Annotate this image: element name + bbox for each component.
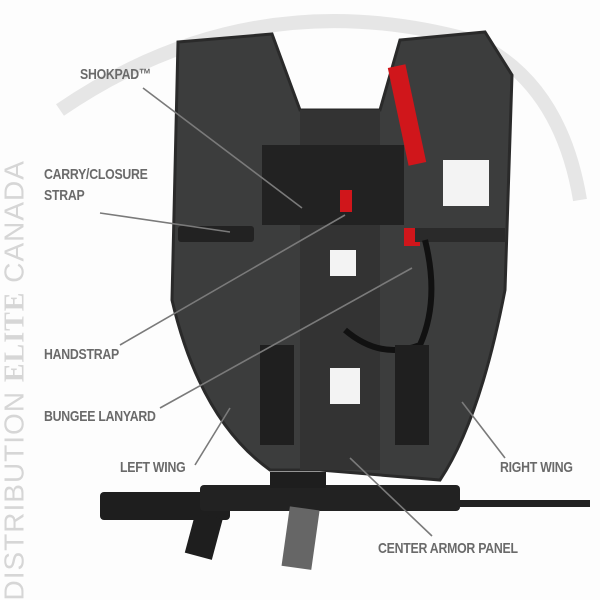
leader-lines xyxy=(99,87,506,537)
carry-strap xyxy=(178,226,254,242)
velcro-panel xyxy=(260,345,294,445)
background-logo-arc xyxy=(56,14,587,202)
label-patch xyxy=(443,160,489,206)
rifle xyxy=(100,472,590,570)
side-strap xyxy=(415,228,505,242)
red-tab xyxy=(340,190,352,212)
label-shokpad: SHOKPAD™ xyxy=(80,66,151,83)
bungee-lanyard xyxy=(343,239,435,353)
label-carry-closure-strap-line2: STRAP xyxy=(44,187,85,204)
velcro-panel xyxy=(395,345,429,445)
label-patch xyxy=(330,250,356,276)
label-right-wing: RIGHT WING xyxy=(500,459,573,476)
red-strap xyxy=(387,64,427,166)
label-patch xyxy=(330,368,360,404)
label-bungee-lanyard: BUNGEE LANYARD xyxy=(44,408,156,425)
shokpad xyxy=(262,145,404,225)
label-left-wing: LEFT WING xyxy=(120,459,186,476)
label-center-armor-panel: CENTER ARMOR PANEL xyxy=(378,540,518,557)
label-carry-closure-strap-line1: CARRY/CLOSURE xyxy=(44,166,148,183)
label-handstrap: HANDSTRAP xyxy=(44,346,120,363)
